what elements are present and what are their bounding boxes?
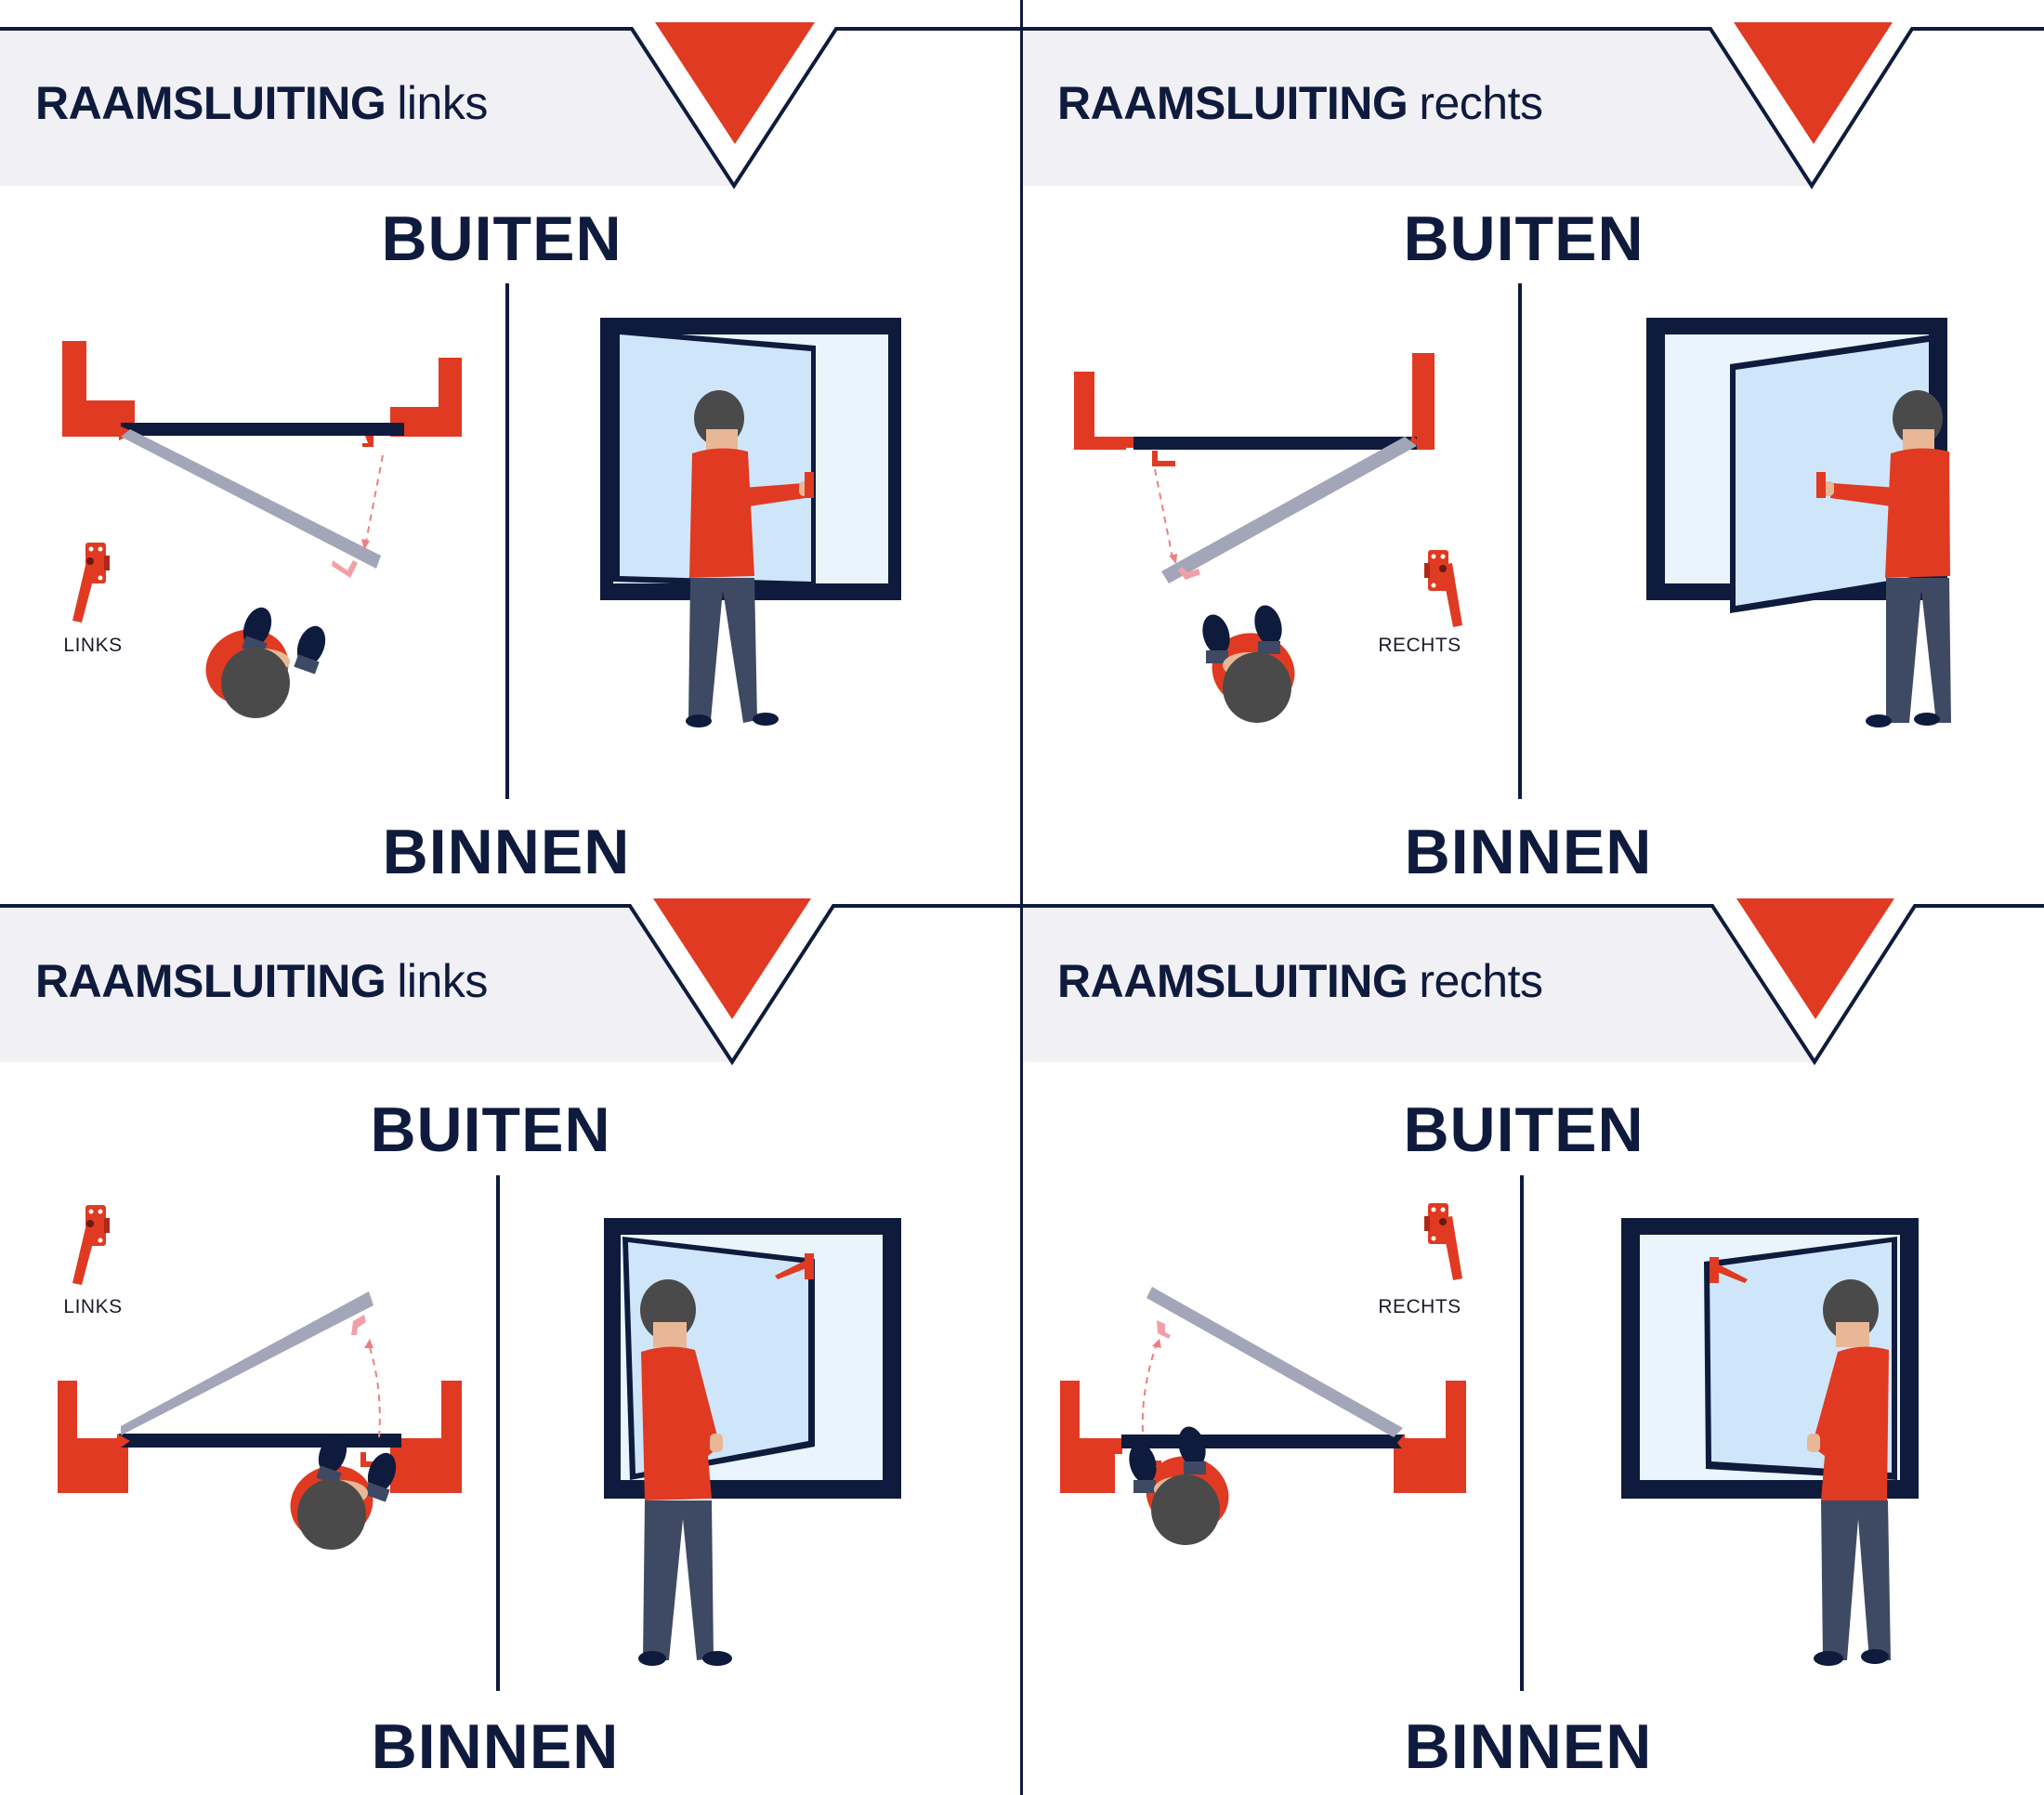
- window-handle-icon: [1424, 1203, 1462, 1280]
- person-standing-icon: [1816, 390, 1951, 727]
- person-standing-icon: [686, 390, 814, 727]
- panel-illustration: [0, 22, 1022, 799]
- outside-label: BUITEN: [370, 1094, 611, 1165]
- window-elevation-illustration: [1646, 318, 1947, 613]
- panel-illustration: [0, 898, 1022, 1691]
- panel-illustration: [1022, 22, 2044, 799]
- title-strong: RAAMSLUITING: [35, 955, 387, 1007]
- person-top-view-icon: [1202, 605, 1295, 723]
- red-triangle-icon: [1736, 898, 1894, 1019]
- title-light: links: [397, 77, 488, 129]
- inside-outside-divider: [496, 1175, 500, 1691]
- header-notch-line: [1022, 904, 2044, 1066]
- frame-plan-view: [58, 1291, 462, 1493]
- header-notch-line: [0, 904, 1022, 1066]
- handle-label: LINKS: [63, 1296, 123, 1317]
- title-strong: RAAMSLUITING: [1057, 955, 1409, 1007]
- person-top-view-icon: [290, 1434, 397, 1550]
- person-top-view-icon: [1129, 1426, 1229, 1545]
- red-triangle-icon: [1734, 22, 1893, 144]
- frame-plan-view: [62, 341, 462, 578]
- window-handle-icon: [72, 543, 110, 622]
- title-strong: RAAMSLUITING: [1057, 77, 1409, 129]
- title-light: rechts: [1419, 955, 1543, 1007]
- header-band: [1022, 909, 1815, 1062]
- header-band: [0, 909, 732, 1062]
- outside-label: BUITEN: [1403, 203, 1644, 274]
- window-handle-icon: [1710, 1257, 1748, 1283]
- outside-label: BUITEN: [1403, 1094, 1644, 1165]
- inside-outside-divider: [1518, 283, 1522, 799]
- person-top-view-icon: [205, 607, 326, 718]
- header-band: [0, 32, 734, 186]
- outside-label: BUITEN: [381, 203, 622, 274]
- handle-label: RECHTS: [1378, 635, 1461, 656]
- header-notch-line: [0, 27, 1022, 190]
- window-handle-icon: [72, 1205, 110, 1285]
- header-notch-line: [1022, 27, 2044, 190]
- quadrant-divider: [1020, 0, 1023, 1795]
- red-triangle-icon: [653, 898, 811, 1019]
- person-standing-icon: [1807, 1279, 1891, 1666]
- inside-label: BINNEN: [1404, 1711, 1653, 1775]
- red-triangle-icon: [655, 22, 815, 144]
- title-light: links: [397, 955, 488, 1007]
- inside-label: BINNEN: [371, 1711, 620, 1775]
- frame-plan-view: [1074, 353, 1435, 583]
- person-standing-icon: [638, 1279, 732, 1666]
- handle-label: LINKS: [63, 635, 123, 656]
- inside-label: BINNEN: [382, 817, 631, 887]
- inside-label: BINNEN: [1404, 817, 1653, 887]
- inside-outside-divider: [1520, 1175, 1524, 1691]
- handle-label: RECHTS: [1378, 1296, 1461, 1317]
- header-band: [1022, 32, 1812, 186]
- panel-illustration: [1022, 898, 2044, 1691]
- title-light: rechts: [1419, 77, 1543, 129]
- inside-outside-divider: [505, 283, 509, 799]
- window-handle-icon: [1424, 550, 1462, 627]
- window-handle-icon: [775, 1253, 814, 1279]
- title-strong: RAAMSLUITING: [35, 77, 387, 129]
